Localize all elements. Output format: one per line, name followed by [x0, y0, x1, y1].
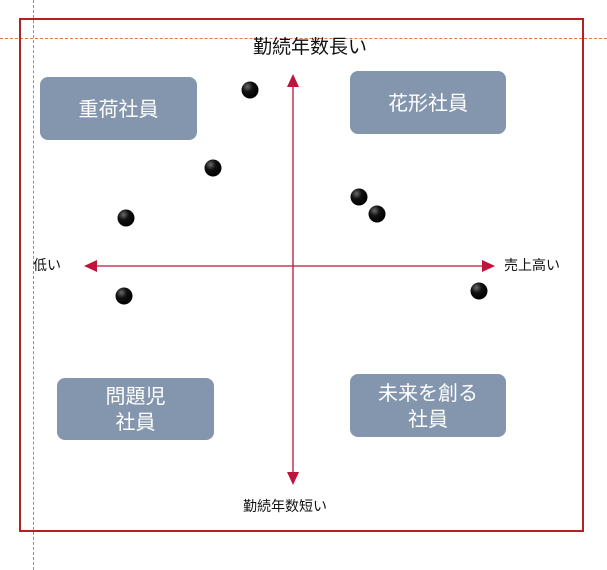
quadrant-box-bottom-right: 未来を創る 社員	[350, 374, 506, 437]
axis-arrow-left	[84, 260, 97, 272]
data-point	[204, 159, 222, 177]
data-point	[241, 81, 259, 99]
axis-arrow-down	[287, 472, 299, 485]
data-point	[117, 209, 135, 227]
axis-label-right: 売上高い	[504, 258, 560, 274]
quadrant-box-bottom-left: 問題児 社員	[57, 378, 214, 440]
axis-label-left: 低い	[33, 258, 61, 274]
points-layer	[115, 81, 488, 305]
axis-label-top: 勤続年数長い	[252, 36, 367, 58]
data-point	[368, 205, 386, 223]
data-point	[470, 282, 488, 300]
axis-arrow-up	[287, 74, 299, 87]
diagram-frame	[19, 18, 584, 532]
axis-label-bottom: 勤続年数短い	[243, 499, 327, 515]
quadrant-box-top-right: 花形社員	[350, 71, 506, 134]
data-point	[350, 188, 368, 206]
horizontal-guide-line	[0, 38, 607, 39]
data-point	[115, 287, 133, 305]
axis-arrow-right	[482, 260, 495, 272]
vertical-guide-line	[33, 0, 34, 570]
quadrant-box-top-left: 重荷社員	[40, 77, 197, 140]
